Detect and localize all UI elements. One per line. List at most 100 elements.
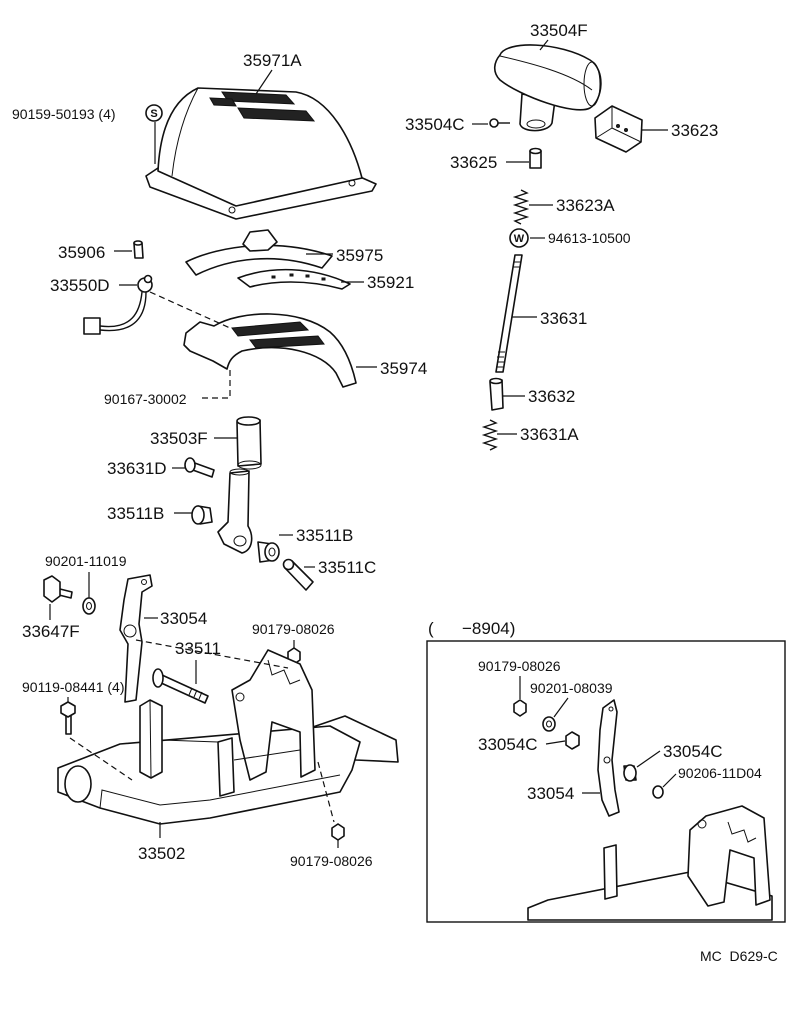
slide-plate-body <box>185 244 333 276</box>
button-dot <box>616 124 620 128</box>
inset-bracket-drawing <box>597 699 620 817</box>
inset-panel: ( −8904) <box>426 619 786 923</box>
slide-plate-drawing <box>185 229 333 276</box>
part-label-33511C: 33511C <box>318 558 376 577</box>
inset-washer-drawing <box>542 716 556 732</box>
bezel-rib <box>231 321 310 337</box>
inset-part-label-90201-08039: 90201-08039 <box>530 680 613 696</box>
cap-top <box>529 147 542 155</box>
base-tower-hole <box>235 692 245 702</box>
cover-mount-hole <box>348 179 356 187</box>
base-left-upright-face <box>149 699 152 779</box>
leader-line <box>539 39 549 51</box>
lever-bracket-drawing <box>119 574 153 703</box>
part-label-33625: 33625 <box>450 153 497 172</box>
bushing-left-drawing <box>191 505 213 525</box>
w-marker-letter: W <box>514 233 525 245</box>
pin-head <box>184 457 196 473</box>
shift-bezel-drawing <box>183 313 357 388</box>
leader-line <box>636 750 661 768</box>
main-callouts: 35971A 90159-50193 (4) 33504F 33504C 336… <box>12 21 718 869</box>
part-label-33631D: 33631D <box>107 459 167 478</box>
pivot-bolt-drawing <box>43 575 73 603</box>
part-label-90179-08026: 90179-08026 <box>252 621 335 637</box>
leader-line <box>545 740 566 745</box>
push-rod-drawing <box>495 254 523 373</box>
w-marker-circle <box>509 228 529 248</box>
cover-rib <box>221 91 296 105</box>
part-label-33504F: 33504F <box>530 21 588 40</box>
part-label-90201-11019: 90201-11019 <box>45 553 127 569</box>
part-label-33511B: 33511B <box>107 504 164 523</box>
position-indicator-plate-drawing <box>237 268 351 290</box>
knob-shaft-end <box>526 119 546 129</box>
part-label-94613-10500: 94613-10500 <box>548 230 631 246</box>
base-lower-edge <box>99 774 341 809</box>
assembly-dashed-line <box>69 737 133 781</box>
s-marker-circle <box>145 104 163 122</box>
shift-lever-cover-drawing <box>145 87 377 220</box>
base-rail <box>527 871 773 921</box>
bushing-face <box>191 505 205 525</box>
indicator-pin-drawing <box>133 240 144 259</box>
nut-body <box>331 823 345 841</box>
bezel-body <box>183 313 357 388</box>
bracket-body <box>597 699 620 817</box>
base-crossmember <box>161 739 301 761</box>
washer-inner <box>86 602 92 610</box>
part-label-33502: 33502 <box>138 844 185 863</box>
base-tower-hole <box>697 819 707 829</box>
base-tower-gate <box>267 659 301 685</box>
part-label-33623A: 33623A <box>556 196 615 215</box>
part-label-35975: 35975 <box>336 246 383 265</box>
bulb-wire <box>99 291 143 328</box>
shift-lever-base-drawing <box>57 649 399 825</box>
bulb-connector <box>83 317 101 335</box>
knob-highlight <box>499 55 593 91</box>
indicator-plate-body <box>237 268 351 290</box>
knob-end-cap <box>583 61 601 107</box>
part-label-33550D: 33550D <box>50 276 110 295</box>
lever-arm-hole <box>233 535 247 547</box>
s-marker-letter: S <box>150 108 157 120</box>
button-dot <box>624 128 628 132</box>
part-label-33503F: 33503F <box>150 429 208 448</box>
cover-side-edge <box>171 87 199 177</box>
inset-part-label-33054C: 33054C <box>663 742 723 761</box>
part-label-33511B: 33511B <box>296 526 353 545</box>
inset-range-label: ( −8904) <box>428 619 515 638</box>
rod-end-piece-drawing <box>489 377 504 411</box>
part-label-35921: 35921 <box>367 273 414 292</box>
part-label-90167-30002: 90167-30002 <box>104 391 187 407</box>
shift-lever-arm-drawing <box>217 468 253 554</box>
knob-screw-drawing <box>489 118 510 128</box>
bolt-shaft <box>158 674 209 704</box>
part-label-35906: 35906 <box>58 243 105 262</box>
base-tower <box>687 805 771 907</box>
assembly-dashed-line <box>317 761 335 823</box>
base-mount-bolt-drawing <box>60 701 76 735</box>
base-tube-end <box>64 765 92 803</box>
indicator-bulb-drawing <box>83 274 153 335</box>
collar-end <box>282 558 295 571</box>
bracket-hole <box>603 756 611 764</box>
bulb-glass <box>143 274 153 284</box>
part-label-33631: 33631 <box>540 309 587 328</box>
part-label-33511: 33511 <box>175 639 221 658</box>
lever-sleeve-drawing <box>236 416 262 470</box>
lever-pin-drawing <box>184 457 215 478</box>
bracket-hole <box>141 579 147 585</box>
washer-outer <box>542 716 556 732</box>
s-washer-drawing: S <box>145 104 163 122</box>
inset-bushing-left <box>565 731 580 750</box>
bushing-face <box>264 542 280 562</box>
inset-clip <box>652 785 664 799</box>
screw-head <box>489 118 499 128</box>
cover-rib <box>209 97 237 107</box>
bracket-hole <box>608 706 614 712</box>
bushing-bore <box>268 547 276 557</box>
part-label-33631A: 33631A <box>520 425 579 444</box>
leader-line <box>255 69 273 95</box>
bushing-right-drawing <box>257 541 280 563</box>
drawing-code: MC D629-C <box>700 948 778 964</box>
